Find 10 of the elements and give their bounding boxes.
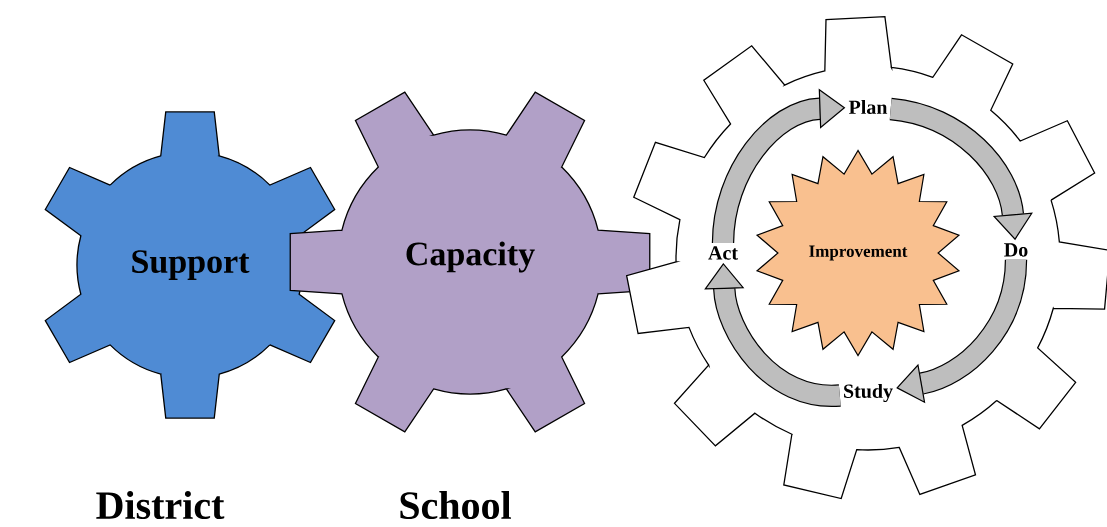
gear-caption: District (96, 490, 225, 520)
step-label: Act (708, 246, 738, 260)
step-label: Study (844, 383, 893, 403)
star-burst: Improvement (755, 149, 961, 357)
step-label: Do (1004, 243, 1028, 257)
cycle-arrow (896, 259, 1028, 404)
gear: Capacity (289, 91, 651, 433)
step-label: Plan (848, 99, 888, 115)
gear-caption: School (400, 490, 511, 520)
gear: Support (44, 111, 336, 419)
